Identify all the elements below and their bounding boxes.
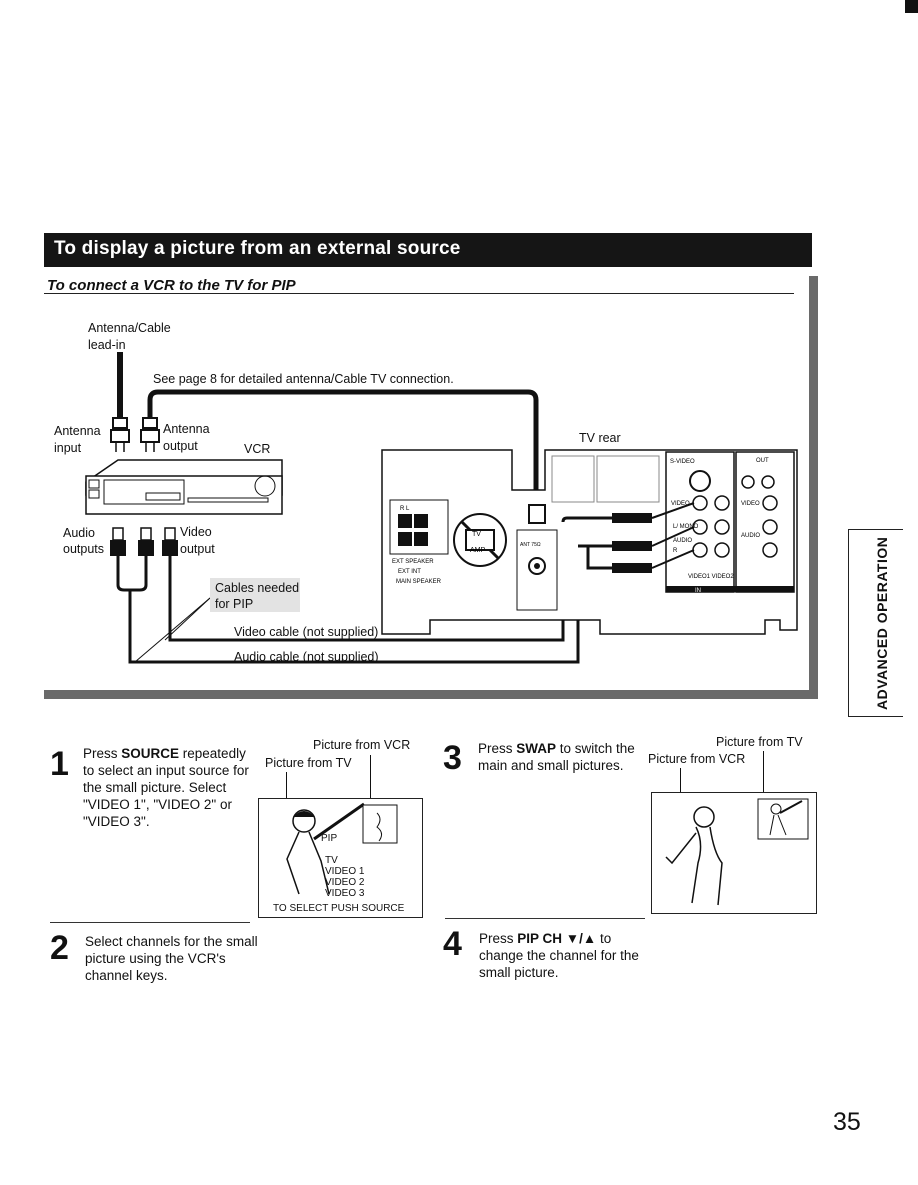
panel-video1-video2-label: VIDEO1 VIDEO2 — [688, 574, 734, 580]
antenna-cable-lead-in-label: Antenna/Cable — [88, 321, 171, 335]
fig3-pointer-vcr — [680, 768, 681, 798]
golfer-image — [665, 798, 809, 906]
fig1-footer: TO SELECT PUSH SOURCE — [273, 903, 405, 914]
cables-needed-box — [210, 578, 300, 612]
fig1-pointer-vcr — [370, 755, 371, 815]
side-tab-label: ADVANCED OPERATION — [874, 536, 890, 710]
panel-out-video-label: VIDEO — [741, 501, 760, 507]
diagram-frame-bottom — [44, 690, 818, 699]
panel-s-video-label: S-VIDEO — [670, 459, 695, 465]
antenna-cable-lead-in-label-2: lead-in — [88, 338, 126, 352]
antenna-output-label: Antenna — [163, 422, 210, 436]
audio-cable-loop — [116, 556, 148, 592]
vcr-label: VCR — [244, 442, 271, 456]
antenna-input-connector — [110, 417, 130, 452]
step-2-number: 2 — [50, 929, 69, 967]
step-rule-right — [445, 918, 645, 919]
fig1-menu-video3: VIDEO 3 — [325, 888, 365, 899]
panel-in-label: IN — [695, 588, 701, 594]
antenna-cable — [147, 389, 539, 505]
connection-diagram: S-VIDEO VIDEO L/ MONO AUDIO R VIDEO1 VID… — [85, 352, 798, 664]
panel-ext-speaker-label: EXT SPEAKER — [392, 559, 434, 565]
panel-main-speaker-label: MAIN SPEAKER — [396, 579, 442, 585]
panel-ant-label: ANT 75Ω — [520, 542, 541, 548]
step-3-text: Press SWAP to switch the main and small … — [478, 741, 635, 773]
tv-rear — [381, 449, 798, 635]
audio-cable-label: Audio cable (not supplied) — [234, 650, 379, 664]
step-2-text: Select channels for the small picture us… — [85, 934, 258, 983]
step-4-number: 4 — [443, 925, 462, 963]
tv-rear-label: TV rear — [579, 431, 621, 445]
fig1-menu-video2: VIDEO 2 — [325, 877, 365, 888]
side-tab: ADVANCED OPERATION — [848, 529, 903, 717]
audio-outputs-label-2: outputs — [63, 542, 105, 556]
fig3-pointer-tv — [763, 751, 764, 811]
panel-out-audio-label: AUDIO — [741, 533, 760, 539]
vcr-audio-plugs — [110, 527, 154, 556]
antenna-output-label-2: output — [163, 439, 198, 453]
page-number: 35 — [833, 1108, 861, 1136]
panel-ext-int-label: EXT INT — [398, 569, 421, 575]
fig1-picture-from-vcr: Picture from VCR — [313, 738, 411, 752]
fig1-pointer-tv — [286, 772, 287, 800]
panel-amp-label: AMP — [470, 547, 486, 554]
antenna-output-connector — [140, 417, 160, 452]
subtitle: To connect a VCR to the TV for PIP — [47, 277, 296, 294]
video-cable-label: Video cable (not supplied) — [234, 625, 379, 639]
panel-audio-label: AUDIO — [673, 538, 692, 544]
panel-video-label: VIDEO — [671, 501, 690, 507]
corner-mark — [905, 0, 918, 13]
panel-r-l-label: R L — [400, 506, 410, 512]
pointer-line — [134, 597, 211, 663]
step-4-text: Press PIP CH ▼/▲ to change the channel f… — [479, 931, 639, 980]
video-output-label: Video — [180, 525, 212, 539]
fig1-menu-pip: PIP — [321, 833, 338, 844]
fig3-picture-from-vcr: Picture from VCR — [648, 752, 746, 766]
step-1-text: Press SOURCE repeatedly to select an inp… — [83, 746, 249, 829]
step-3-number: 3 — [443, 739, 462, 777]
fig1-menu-video1: VIDEO 1 — [325, 866, 365, 877]
video-output-label-2: output — [180, 542, 215, 556]
audio-outputs-label: Audio — [63, 526, 95, 540]
cables-needed-label: Cables needed — [215, 581, 300, 595]
lead-in-cable — [117, 352, 123, 418]
fig1-tv-screen: PIP TV VIDEO 1 VIDEO 2 VIDEO 3 TO SELECT… — [258, 798, 423, 918]
panel-r-label: R — [673, 548, 678, 554]
baseball-player-image — [286, 802, 398, 895]
vcr-unit — [85, 459, 283, 515]
panel-l-mono-label: L/ MONO — [673, 524, 699, 530]
cables-needed-label-2: for PIP — [215, 597, 254, 611]
section-banner: To display a picture from an external so… — [44, 233, 812, 267]
diagram-frame-right — [809, 276, 818, 696]
subtitle-rule — [44, 293, 794, 294]
fig3-tv-screen — [651, 792, 817, 914]
step-1-number: 1 — [50, 745, 69, 783]
antenna-input-label: Antenna — [54, 424, 101, 438]
vcr-video-plug — [162, 527, 178, 556]
step-rule-left — [50, 922, 250, 923]
fig1-menu-tv: TV — [325, 855, 338, 866]
fig3-picture-from-tv: Picture from TV — [716, 735, 803, 749]
panel-out-label: OUT — [756, 458, 769, 464]
panel-tv-label: TV — [472, 531, 481, 538]
fig1-picture-from-tv: Picture from TV — [265, 756, 352, 770]
section-title: To display a picture from an external so… — [54, 238, 461, 259]
see-page-note: See page 8 for detailed antenna/Cable TV… — [153, 372, 454, 386]
antenna-input-label-2: input — [54, 441, 82, 455]
